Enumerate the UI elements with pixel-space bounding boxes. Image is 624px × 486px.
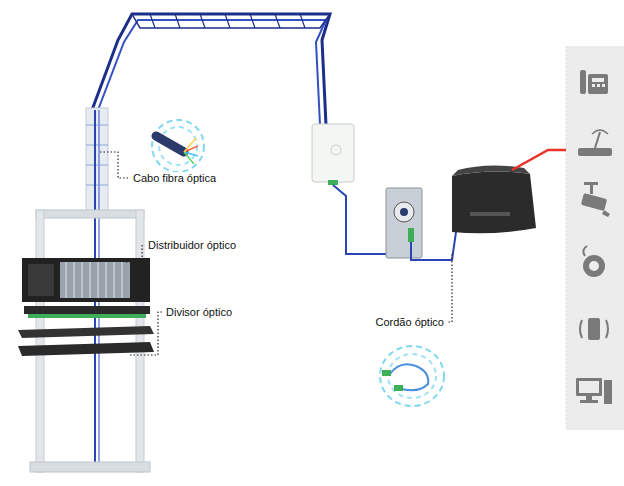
ont-router — [452, 165, 536, 233]
patch-cord-label: Cordão óptico — [374, 316, 447, 329]
optical-distributor — [22, 258, 150, 302]
cable-tray — [92, 14, 330, 125]
distributor-label: Distribuidor óptico — [146, 239, 238, 252]
device-icons — [576, 70, 612, 404]
fiber-cable-icon — [152, 120, 204, 172]
splitter-label: Divisor óptico — [164, 306, 234, 319]
optical-splitter — [24, 306, 150, 314]
network-cable — [512, 150, 566, 170]
rack — [18, 210, 154, 472]
riser — [86, 108, 108, 214]
device-panel — [566, 46, 624, 430]
termination-box — [386, 188, 422, 258]
patch-cord-icon — [380, 346, 444, 406]
cable-label: Cabo fibra óptica — [131, 172, 218, 185]
leader-lines — [100, 152, 452, 355]
wall-box — [312, 124, 354, 182]
